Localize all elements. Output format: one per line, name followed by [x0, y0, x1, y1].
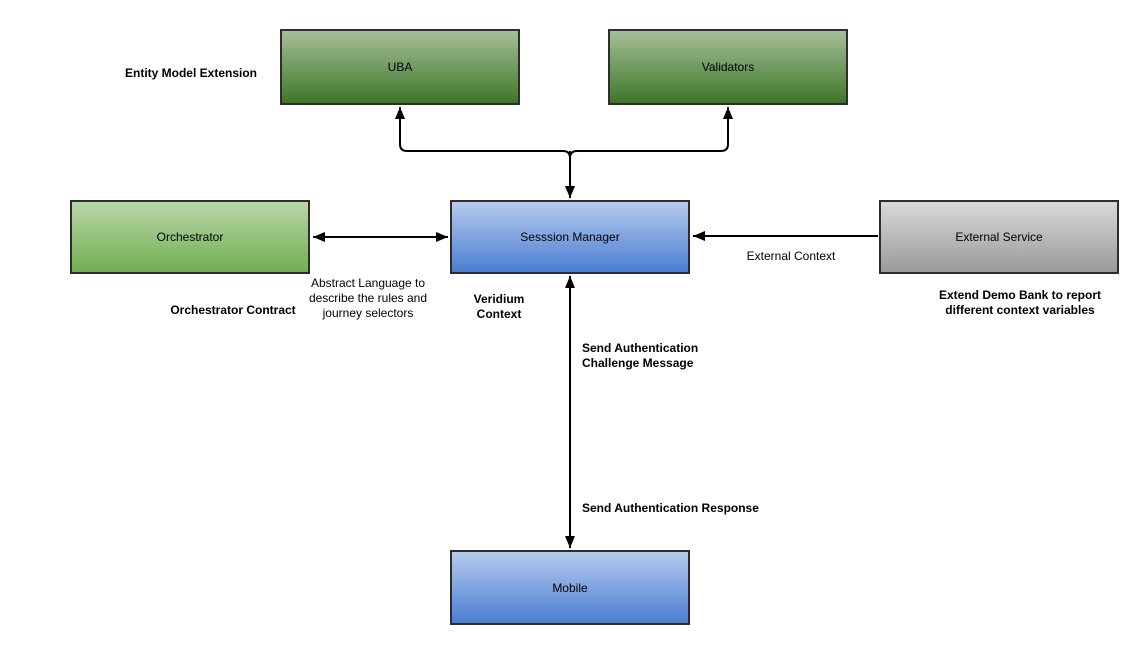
validators-box-label: Validators	[701, 60, 755, 74]
label-abstract-language: Abstract Language to describe the rules …	[308, 276, 428, 320]
label-entity-model-extension: Entity Model Extension	[124, 66, 257, 80]
session-manager-box-label: Sesssion Manager	[520, 230, 620, 244]
label-veridium-context: Veridium Context	[473, 292, 525, 321]
external-service-box: External Service	[879, 200, 1119, 274]
validators-box: Validators	[608, 29, 848, 105]
connector-session-manager-to-validators	[569, 107, 733, 159]
label-send-auth-response: Send Authentication Response	[582, 501, 759, 515]
external-service-box-label: External Service	[955, 230, 1043, 244]
uba-box: UBA	[280, 29, 520, 105]
label-orchestrator-contract: Orchestrator Contract	[170, 303, 296, 317]
mobile-box: Mobile	[450, 550, 690, 625]
uba-box-label: UBA	[387, 60, 413, 74]
session-manager-box: Sesssion Manager	[450, 200, 690, 274]
orchestrator-box: Orchestrator	[70, 200, 310, 274]
label-extend-demo-bank: Extend Demo Bank to report different con…	[938, 288, 1102, 317]
label-external-context: External Context	[746, 249, 836, 263]
mobile-box-label: Mobile	[552, 580, 588, 595]
label-send-auth-challenge: Send Authentication Challenge Message	[582, 341, 699, 370]
orchestrator-box-label: Orchestrator	[156, 230, 224, 244]
connector-session-manager-to-uba	[395, 107, 571, 159]
